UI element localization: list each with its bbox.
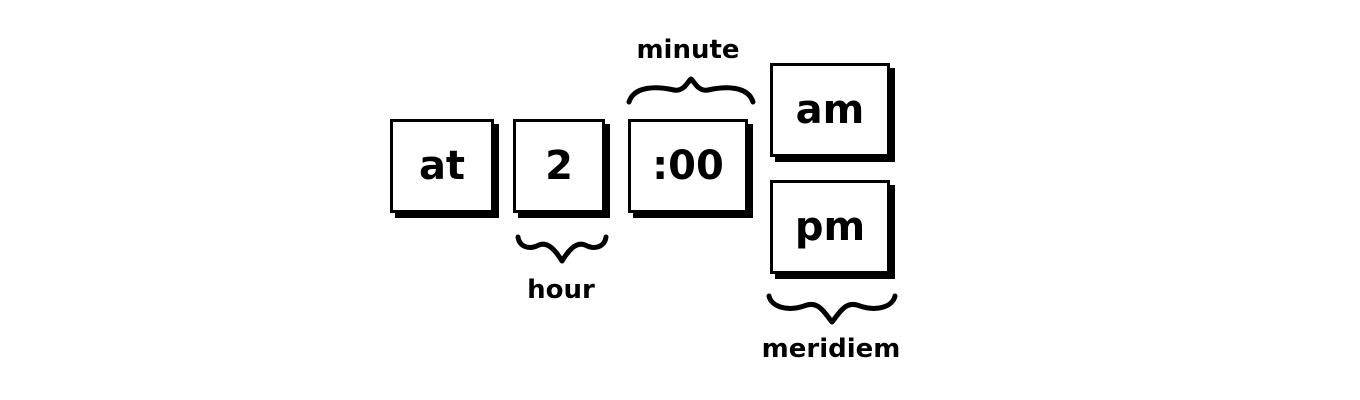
minute-brace	[626, 76, 756, 105]
hour-field[interactable]: 2	[513, 119, 605, 213]
hour-label: hour	[527, 275, 595, 305]
minute-field[interactable]: :00	[628, 119, 748, 213]
at-text: at	[418, 143, 466, 189]
pm-option[interactable]: pm	[770, 180, 890, 274]
hour-value: 2	[545, 143, 573, 189]
am-value: am	[795, 87, 865, 133]
minute-label: minute	[636, 35, 740, 65]
meridiem-label: meridiem	[761, 334, 901, 364]
hour-brace	[515, 234, 609, 264]
pm-value: pm	[794, 204, 866, 250]
at-text-box: at	[390, 119, 494, 213]
minute-value: :00	[652, 143, 724, 189]
am-option[interactable]: am	[770, 63, 890, 157]
meridiem-brace	[766, 293, 898, 325]
